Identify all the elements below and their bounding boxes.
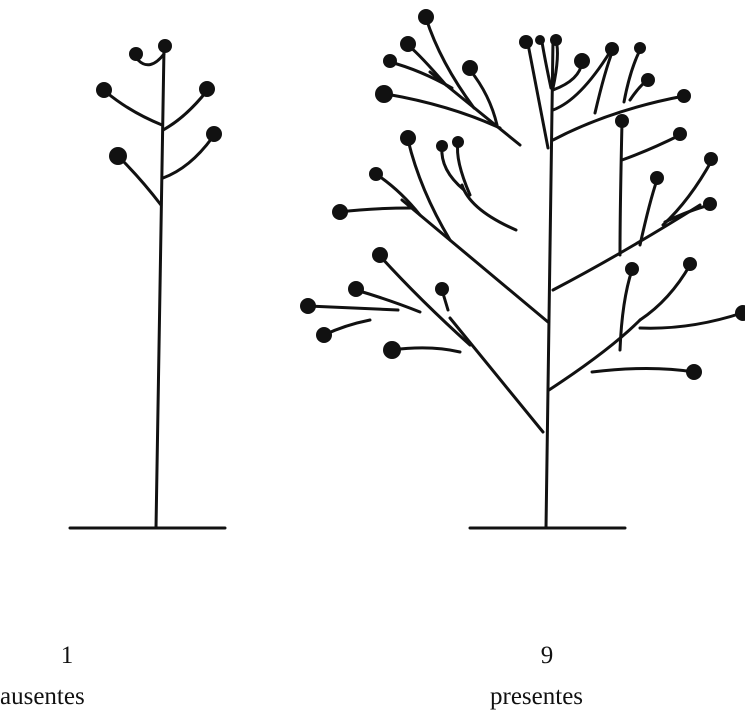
right-branch [622, 135, 680, 160]
right-branch [620, 122, 622, 255]
right-fruit-dot [535, 35, 545, 45]
right-branch [392, 348, 460, 352]
right-fruit-dot [332, 204, 348, 220]
right-fruit-dot [677, 89, 691, 103]
left-branch [163, 92, 206, 130]
right-fruit-dot [641, 73, 655, 87]
left-main-stem [156, 48, 164, 528]
left-fruit-dot [129, 47, 143, 61]
left-fruit-dot [158, 39, 172, 53]
right-fruit-dot [383, 341, 401, 359]
right-fruit-dot [625, 262, 639, 276]
right-fruit-dot [550, 34, 562, 46]
right-figure-caption: presentes [490, 684, 620, 709]
right-branch [592, 369, 694, 373]
right-fruit-dot [400, 130, 416, 146]
right-fruit-dot [300, 298, 316, 314]
left-fruit-dot [109, 147, 127, 165]
right-plant [308, 18, 742, 528]
right-branch [553, 205, 700, 290]
right-fruit-dot [605, 42, 619, 56]
right-branch [390, 62, 452, 88]
right-branch [542, 42, 551, 88]
right-fruit-dot [383, 54, 397, 68]
left-fruit-dot [199, 81, 215, 97]
right-fruit-dot [418, 9, 434, 25]
right-branch [340, 208, 412, 212]
right-fruit-dot [650, 171, 664, 185]
right-fruit-dot [436, 140, 448, 152]
left-figure-number: 1 [40, 643, 94, 668]
right-fruit-dot [369, 167, 383, 181]
right-fruit-dot [686, 364, 702, 380]
right-fruit-dot [615, 114, 629, 128]
left-branch [120, 158, 161, 205]
right-branch [620, 270, 632, 350]
right-branch [665, 205, 710, 222]
right-branch [308, 306, 398, 310]
right-fruit-dot [372, 247, 388, 263]
right-branch [386, 94, 500, 128]
right-branch [549, 320, 640, 390]
right-branch [640, 313, 742, 328]
right-fruit-dot [735, 305, 745, 321]
right-branch [640, 265, 690, 320]
right-fruit-dot [462, 60, 478, 76]
left-figure-caption: ausentes [0, 684, 130, 709]
right-main-stem [546, 40, 553, 528]
right-fruit-dot [348, 281, 364, 297]
right-fruit-dot [435, 282, 449, 296]
right-fruit-dot [400, 36, 416, 52]
left-fruit-dot [96, 82, 112, 98]
right-fruit-dot [316, 327, 332, 343]
left-plant [70, 48, 225, 528]
right-fruit-dot [683, 257, 697, 271]
left-fruit-dot [206, 126, 222, 142]
right-fruit-dot [519, 35, 533, 49]
right-fruit-dot [673, 127, 687, 141]
right-fruit-dot [704, 152, 718, 166]
right-fruit-dot [574, 53, 590, 69]
right-figure-number: 9 [520, 643, 574, 668]
right-fruit-dot [634, 42, 646, 54]
right-fruit-dot [703, 197, 717, 211]
right-branch [408, 140, 450, 240]
left-branch [106, 92, 162, 125]
right-branch [663, 160, 712, 225]
right-branch [624, 50, 640, 102]
right-fruit-dot [375, 85, 393, 103]
right-fruit-dot [452, 136, 464, 148]
right-branch [450, 318, 543, 432]
left-branch [163, 138, 212, 178]
